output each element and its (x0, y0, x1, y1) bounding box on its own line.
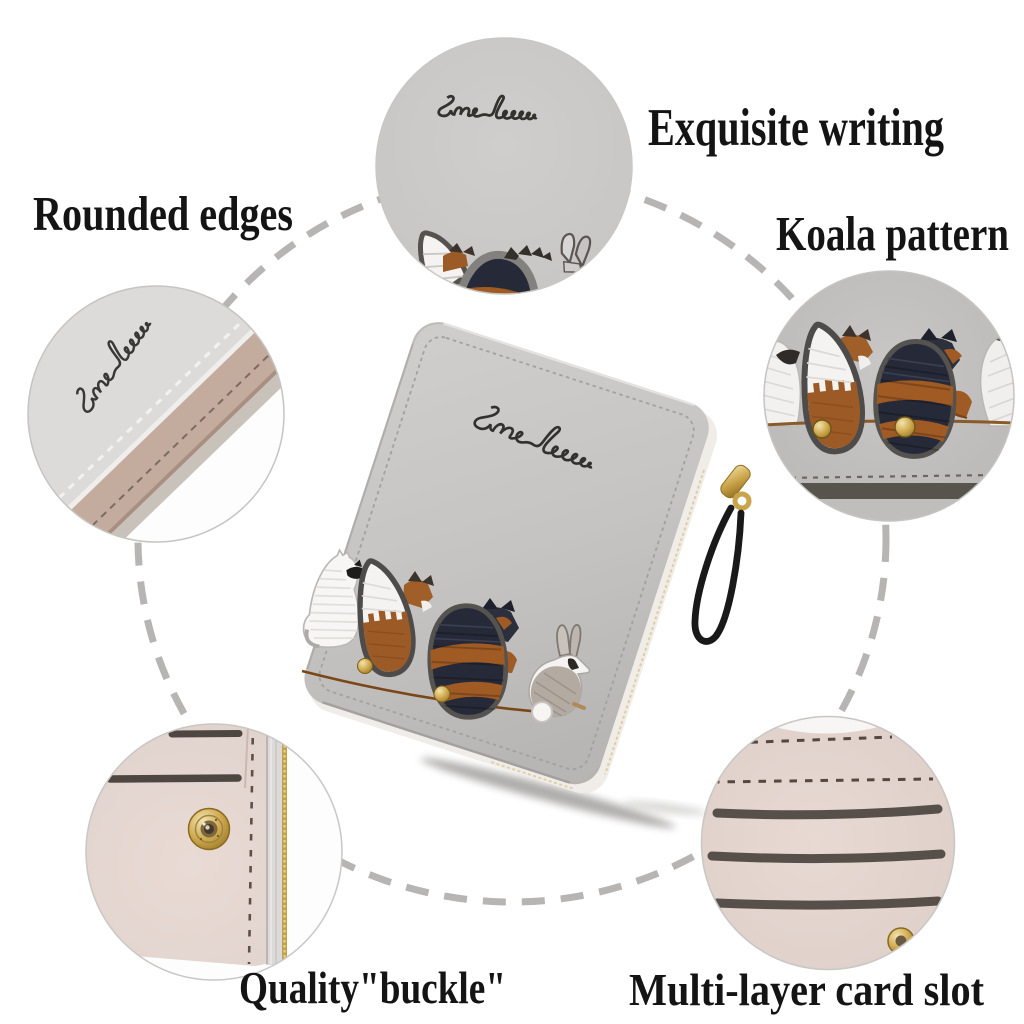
svg-text:Multi-layer card slot: Multi-layer card slot (629, 964, 985, 1015)
svg-text:Exquisite writing: Exquisite writing (648, 99, 944, 157)
svg-text:Koala pattern: Koala pattern (776, 206, 1009, 261)
svg-text:Quality"buckle": Quality"buckle" (239, 962, 506, 1013)
svg-text:Rounded edges: Rounded edges (33, 186, 293, 241)
